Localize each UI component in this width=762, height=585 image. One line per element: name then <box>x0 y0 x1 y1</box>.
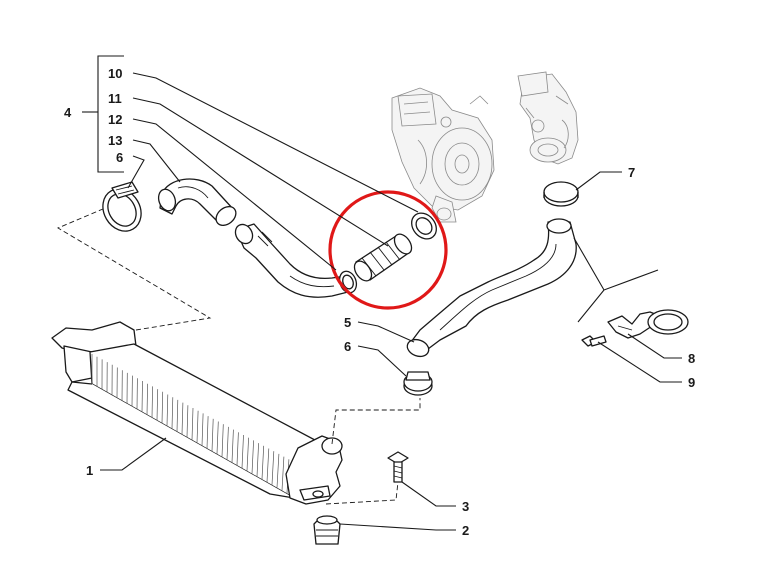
callout-2: 2 <box>462 523 469 538</box>
callout-3: 3 <box>462 499 469 514</box>
bracket-group-4 <box>82 55 124 173</box>
callout-9: 9 <box>688 375 695 390</box>
callout-7: 7 <box>628 165 635 180</box>
rubber-mount-part-2 <box>313 515 341 545</box>
turbocharger-illustration <box>391 87 495 223</box>
leader-lines <box>100 72 682 531</box>
callout-11: 11 <box>108 91 122 106</box>
clamp-part-7 <box>543 181 579 207</box>
callout-1: 1 <box>86 463 93 478</box>
callout-8: 8 <box>688 351 695 366</box>
hose-part-5 <box>406 218 577 358</box>
intake-elbow-illustration <box>517 71 579 165</box>
callout-6-lower: 6 <box>344 339 351 354</box>
clamp-part-6-lower <box>403 371 433 396</box>
bolt-part-3 <box>387 451 409 483</box>
screw-part-9 <box>581 335 607 347</box>
callout-4: 4 <box>64 105 72 120</box>
bracket-leader-lines <box>573 237 659 323</box>
intercooler-illustration <box>51 205 421 505</box>
clamp-part-10 <box>411 212 437 240</box>
callout-10: 10 <box>108 66 122 81</box>
bracket-part-8 <box>607 309 689 339</box>
callout-12: 12 <box>108 112 122 127</box>
highlight-circle <box>328 190 448 310</box>
callout-labels: 10 11 12 13 6 4 7 5 6 8 9 1 3 2 <box>64 66 695 538</box>
callout-6-upper: 6 <box>116 150 123 165</box>
corrugated-hose-part-11 <box>353 233 413 282</box>
callout-13: 13 <box>108 133 122 148</box>
clamp-part-6-upper <box>102 181 142 232</box>
hose-part-13 <box>157 178 237 227</box>
callout-5: 5 <box>344 315 351 330</box>
